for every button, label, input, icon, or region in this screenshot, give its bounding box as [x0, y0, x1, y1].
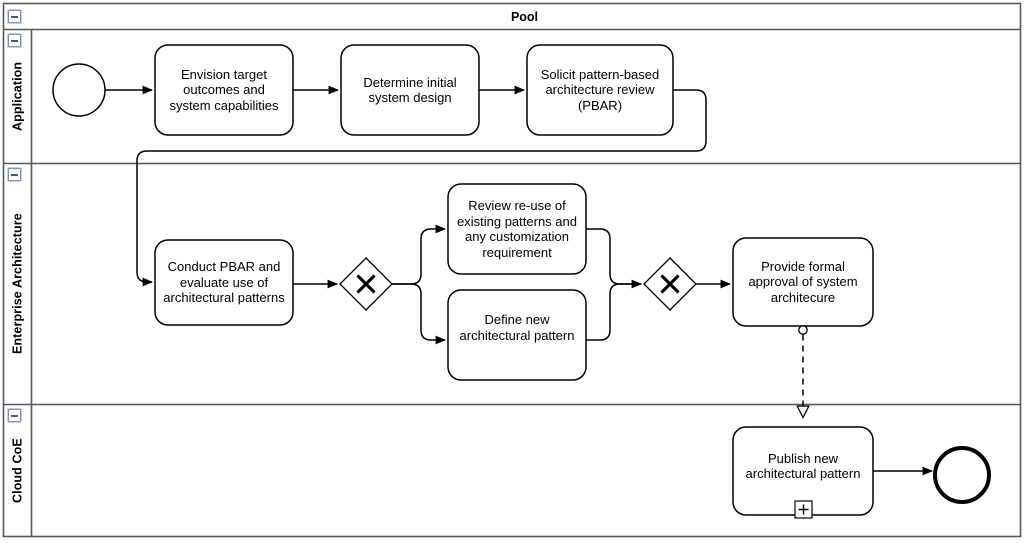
message-flow-approval-to-publish: [799, 325, 807, 417]
task-determine-design[interactable]: [340, 44, 480, 136]
task-review-reuse[interactable]: [447, 183, 587, 275]
end-event[interactable]: [933, 446, 991, 504]
pool-collapse-icon[interactable]: [8, 10, 21, 23]
lane-collapse-icon-enterprise-architecture[interactable]: [8, 168, 21, 181]
pool-title: Pool: [510, 9, 539, 24]
task-provide-approval[interactable]: [732, 237, 874, 327]
task-conduct-pbar[interactable]: [154, 239, 294, 326]
lane-collapse-icon-application[interactable]: [8, 34, 21, 47]
sub-process-plus-icon: [794, 500, 813, 519]
flow-review-to-merge: [586, 228, 643, 289]
task-solicit-pbar[interactable]: [526, 44, 674, 136]
lane-separators: [3, 29, 1021, 537]
lane-label-application: Application: [10, 61, 25, 132]
gateway-split[interactable]: [339, 257, 393, 311]
lane-label-enterprise-architecture: Enterprise Architecture: [10, 213, 25, 355]
flow-split-to-review: [392, 224, 447, 285]
lane-collapse-icon-cloud-coe[interactable]: [8, 409, 21, 422]
task-publish-pattern[interactable]: [732, 426, 874, 519]
flow-solicit-to-conduct: [136, 89, 707, 287]
lane-label-cloud-coe: Cloud CoE: [10, 438, 25, 503]
flow-define-to-merge: [586, 283, 641, 341]
task-envision[interactable]: [154, 44, 294, 136]
task-define-pattern[interactable]: [447, 289, 587, 381]
flow-split-to-define: [392, 283, 447, 345]
start-event[interactable]: [52, 63, 106, 117]
gateway-merge[interactable]: [643, 257, 697, 311]
